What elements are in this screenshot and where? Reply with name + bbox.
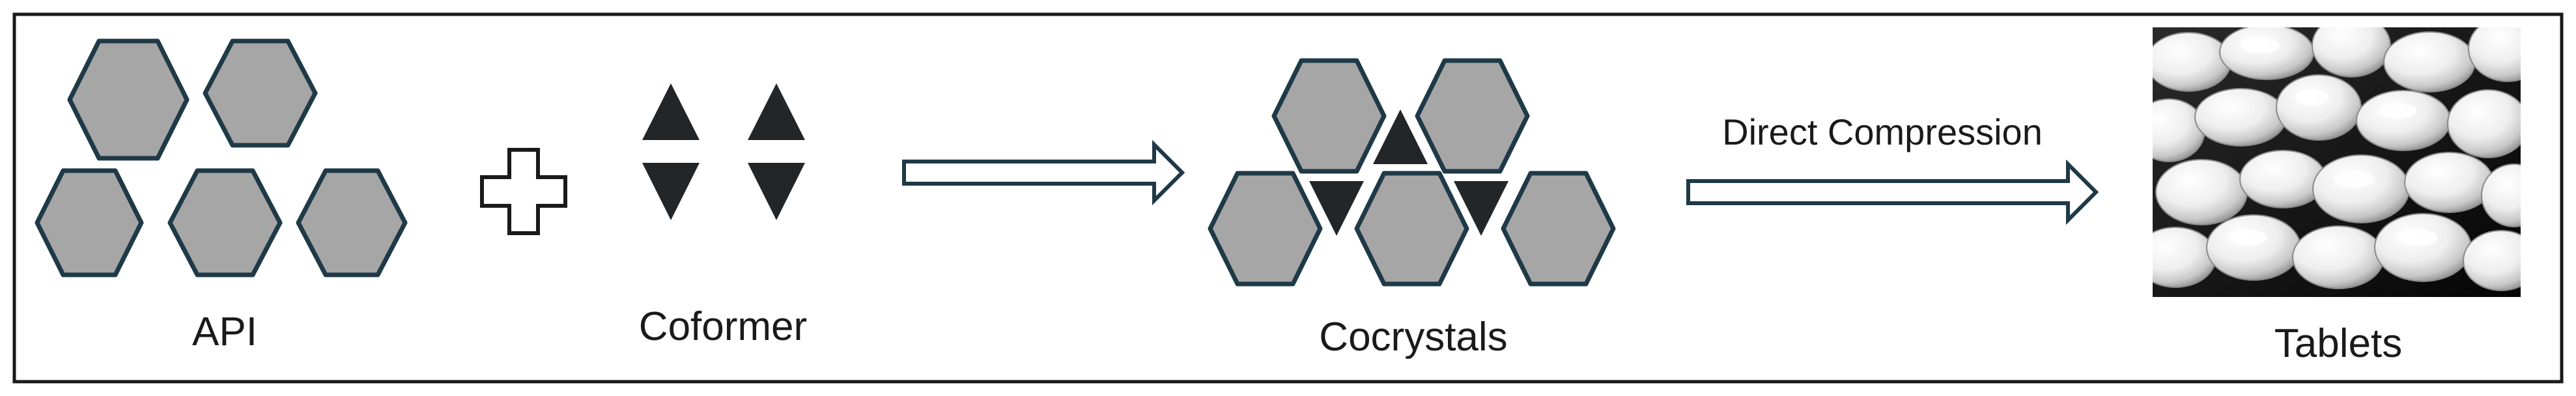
api-hexagon <box>167 168 283 277</box>
api-hexagon-cluster <box>35 38 408 277</box>
tablet-highlights <box>2228 38 2437 246</box>
tablet <box>2463 230 2521 291</box>
tablet <box>2276 74 2362 141</box>
cocrystal-hexagon <box>1208 171 1323 287</box>
coformer-triangle <box>748 163 805 220</box>
tablet <box>2239 150 2327 208</box>
api-hexagon <box>203 38 318 148</box>
tablet <box>2481 163 2521 227</box>
api-hexagon <box>296 168 408 277</box>
cocrystal-hexagon <box>1501 171 1616 287</box>
cocrystal-triangle <box>1309 181 1364 236</box>
api-hexagon <box>35 168 144 277</box>
tablet <box>2383 31 2476 92</box>
cocrystal-triangle <box>1373 109 1428 164</box>
coformer-triangle <box>748 83 805 140</box>
coformer-triangle <box>642 163 700 220</box>
tablet <box>2194 88 2287 147</box>
tablet <box>2404 152 2494 213</box>
arrow-right-icon <box>1686 159 2099 225</box>
direct-compression-label: Direct Compression <box>1722 111 2043 152</box>
tablet <box>2206 214 2301 281</box>
tablet <box>2356 90 2451 151</box>
tablet <box>2292 225 2385 289</box>
arrow-right-icon <box>902 139 1185 206</box>
tablet <box>2312 27 2391 78</box>
api-label: API <box>192 309 257 354</box>
tablet <box>2468 27 2521 82</box>
cocrystal-cluster <box>1208 58 1616 287</box>
figure-frame <box>12 12 2564 384</box>
cocrystal-hexagon <box>1415 58 1530 174</box>
tablet <box>2447 89 2521 158</box>
tablets-pile <box>2153 27 2521 291</box>
tablets-photo <box>2153 27 2521 297</box>
coformer-label: Coformer <box>639 304 807 349</box>
tablet <box>2153 32 2231 92</box>
api-hexagon <box>67 38 190 161</box>
tablet <box>2153 98 2205 162</box>
coformer-triangle <box>642 83 700 140</box>
tablet <box>2312 154 2410 223</box>
tablet <box>2374 213 2472 282</box>
cocrystal-hexagon <box>1354 171 1469 287</box>
coformer-triangle-cluster <box>642 83 805 220</box>
cocrystals-label: Cocrystals <box>1319 315 1507 360</box>
tablet <box>2155 159 2248 225</box>
tablet <box>2153 227 2216 288</box>
tablets-label: Tablets <box>2274 321 2402 366</box>
cocrystal-hexagon <box>1271 58 1387 174</box>
plus-icon <box>480 148 567 235</box>
cocrystal-triangle <box>1454 181 1508 236</box>
